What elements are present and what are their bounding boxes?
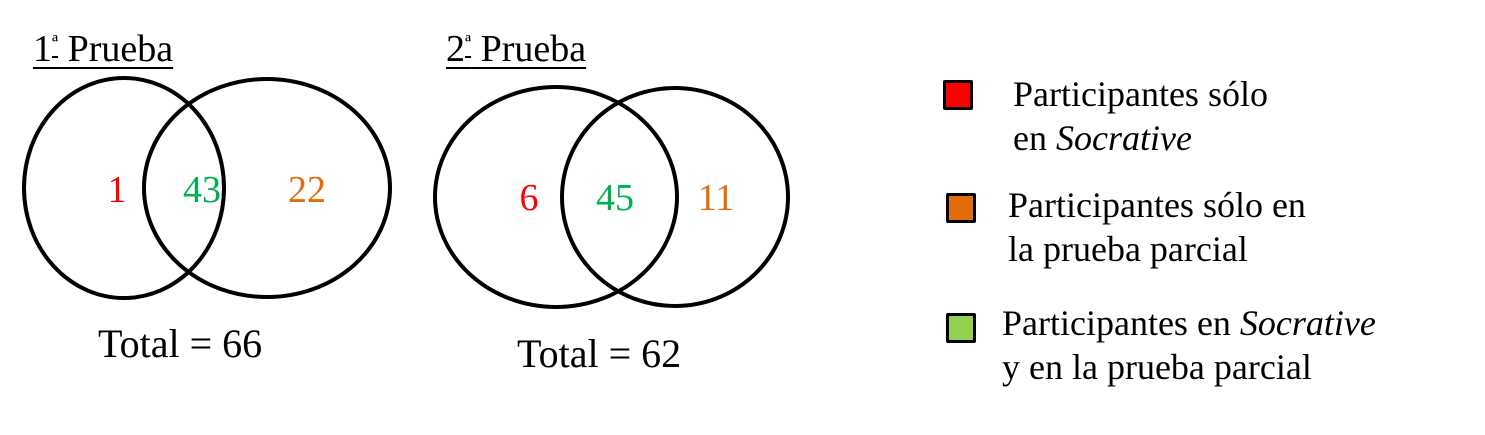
legend-label: Participantes sólo en Socrative <box>1013 72 1268 160</box>
legend-label: Participantes sólo en la prueba parcial <box>1008 183 1306 271</box>
legend-item-only-partial: Participantes sólo en la prueba parcial <box>946 185 1306 271</box>
legend-text-italic: Socrative <box>1239 303 1376 343</box>
title-number: 2 <box>446 28 465 70</box>
red-swatch-icon <box>943 80 973 110</box>
title-text: Prueba <box>58 28 174 70</box>
count-only-socrative: 6 <box>520 177 539 219</box>
count-only-socrative: 1 <box>108 169 127 211</box>
diagram-2-title: 2ª Prueba <box>446 30 586 68</box>
title-number: 1 <box>33 28 52 70</box>
count-only-partial: 22 <box>288 169 326 211</box>
legend-text-plain: en <box>1013 118 1056 158</box>
legend-line-1: Participantes sólo en <box>1008 185 1306 225</box>
title-ordinal: ª <box>465 30 472 55</box>
circle-socrative <box>433 85 679 309</box>
diagram-1-title: 1ª Prueba <box>33 30 173 68</box>
green-swatch-icon <box>946 313 976 343</box>
venn-diagram-1: 1 43 22 <box>22 76 392 300</box>
count-only-partial: 11 <box>698 177 735 219</box>
legend-text-italic: Socrative <box>1055 118 1192 158</box>
orange-swatch-icon <box>946 193 976 223</box>
diagram-1-total: Total = 66 <box>98 321 263 366</box>
legend-item-both: Participantes en Socrative y en la prueb… <box>946 303 1376 389</box>
legend-line-1: Participantes en Socrative <box>1002 301 1376 345</box>
legend-line-2: la prueba parcial <box>1008 229 1248 269</box>
diagram-2-total: Total = 62 <box>517 331 682 376</box>
count-both: 45 <box>596 177 634 219</box>
title-ordinal: ª <box>52 30 59 55</box>
venn-diagram-2: 6 45 11 <box>433 85 790 309</box>
legend-text-plain: Participantes en <box>1002 303 1240 343</box>
circle-partial <box>560 86 790 308</box>
legend-label: Participantes en Socrative y en la prueb… <box>1002 301 1376 389</box>
legend-line-1: Participantes sólo <box>1013 74 1268 114</box>
count-both: 43 <box>183 169 221 211</box>
circle-partial <box>142 77 392 299</box>
title-text: Prueba <box>471 28 587 70</box>
legend-item-only-socrative: Participantes sólo en Socrative <box>943 74 1268 160</box>
legend-line-2: en Socrative <box>1013 116 1268 160</box>
circle-socrative <box>22 76 226 300</box>
legend-line-2: y en la prueba parcial <box>1002 347 1312 387</box>
